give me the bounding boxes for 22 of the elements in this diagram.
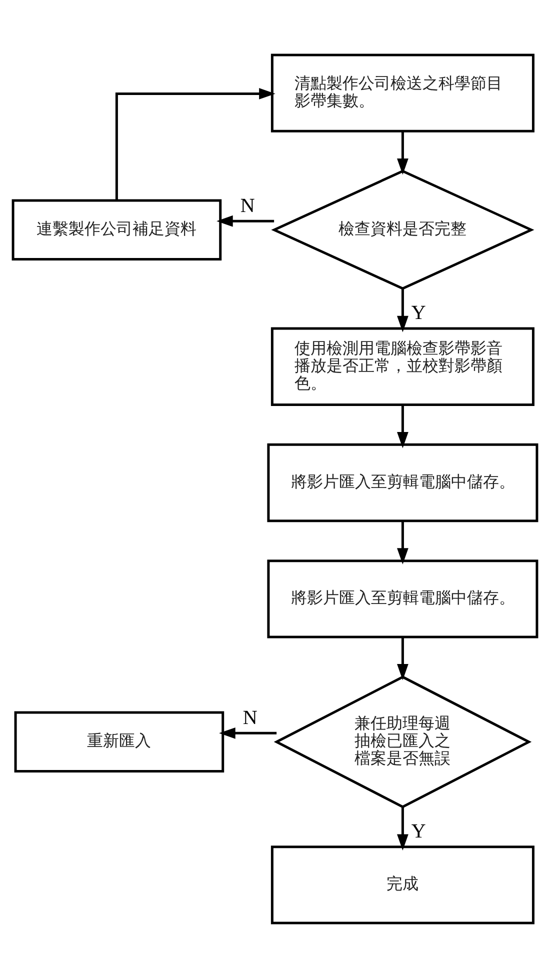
node-diamond: 兼任助理每週抽檢已匯入之檔案是否無誤 <box>274 675 532 808</box>
arrow <box>397 288 408 332</box>
edge-label: Y <box>411 301 426 324</box>
node-box: 將影片匯入至剪輯電腦中儲存。 <box>267 559 538 638</box>
arrow <box>219 726 277 738</box>
node-diamond: 檢查資料是否完整 <box>271 169 534 290</box>
node-box: 連繫製作公司補足資料 <box>12 198 222 260</box>
node-box: 完成 <box>270 845 534 924</box>
edge-label: Y <box>411 820 426 842</box>
edge-label: N <box>242 706 258 728</box>
arrow <box>397 520 408 564</box>
edge-label: N <box>240 194 255 216</box>
arrow <box>397 806 408 850</box>
arrow <box>397 636 408 680</box>
arrow <box>216 214 274 226</box>
node-box: 將影片匯入至剪輯電腦中儲存。 <box>267 442 538 522</box>
arrow <box>397 130 408 174</box>
node-box: 使用檢測用電腦檢查影帶影音播放是否正常，並校對影帶顏色。 <box>270 326 534 406</box>
arrow <box>397 404 408 448</box>
node-box: 重新匯入 <box>14 710 224 772</box>
arrow <box>115 88 276 200</box>
node-box: 清點製作公司檢送之科學節目影帶集數。 <box>270 53 534 132</box>
